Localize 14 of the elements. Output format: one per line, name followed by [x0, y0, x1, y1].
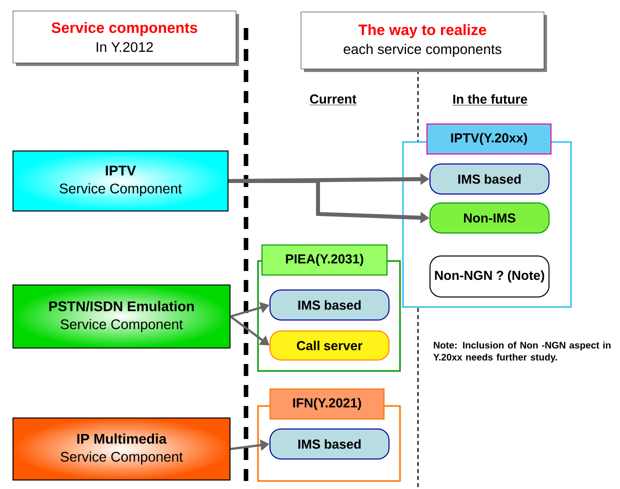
option-pill: Non-NGN ? (Note)	[430, 256, 550, 298]
heading-box: The way to realize each service components	[300, 12, 547, 72]
option-pill: IMS based	[270, 428, 390, 460]
service-box: PSTN/ISDN Emulation Service Component	[12, 284, 230, 348]
note-text: Note: Inclusion of Non -NGN aspect in Y.20xx needs further study.	[433, 342, 610, 362]
service-box: IPTV Service Component	[12, 150, 228, 212]
option-pill: IMS based	[430, 164, 550, 194]
option-pill: Non-IMS	[430, 202, 550, 234]
heading-box: Service components In Y.2012	[12, 10, 239, 66]
option-pill: IMS based	[270, 290, 390, 320]
service-box: IP Multimedia Service Component	[12, 418, 230, 480]
option-pill: Call server	[270, 330, 390, 360]
column-heading: Current	[309, 94, 357, 106]
column-heading: In the future	[452, 94, 528, 106]
